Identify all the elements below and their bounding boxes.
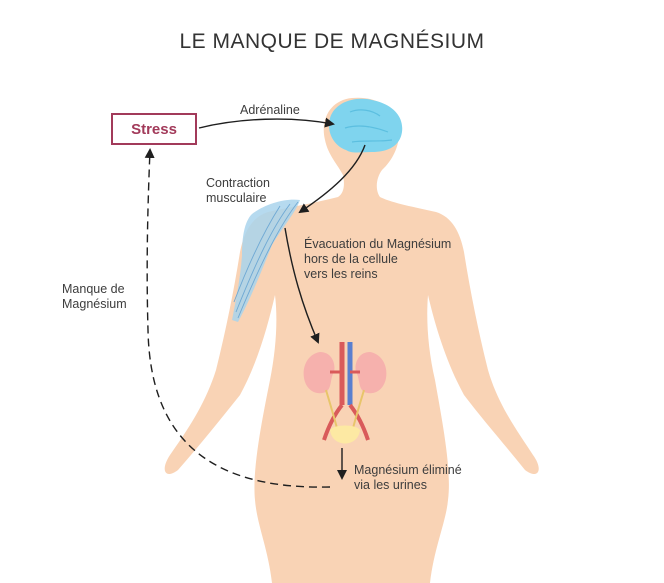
eliminated-line-2: via les urines: [354, 478, 462, 493]
deficiency-line-1: Manque de: [62, 282, 127, 297]
deficiency-label: Manque de Magnésium: [62, 282, 127, 312]
eliminated-label: Magnésium éliminé via les urines: [354, 463, 462, 493]
brain: [329, 99, 402, 153]
body-silhouette: [165, 98, 539, 583]
contraction-line-1: Contraction: [206, 176, 270, 191]
evacuation-line-1: Évacuation du Magnésium: [304, 237, 451, 252]
evacuation-line-3: vers les reins: [304, 267, 451, 282]
contraction-line-2: musculaire: [206, 191, 270, 206]
evacuation-label: Évacuation du Magnésium hors de la cellu…: [304, 237, 451, 282]
page-title: LE MANQUE DE MAGNÉSIUM: [0, 30, 664, 54]
deficiency-line-2: Magnésium: [62, 297, 127, 312]
evacuation-line-2: hors de la cellule: [304, 252, 451, 267]
stress-box: Stress: [111, 113, 197, 145]
contraction-label: Contraction musculaire: [206, 176, 270, 206]
eliminated-line-1: Magnésium éliminé: [354, 463, 462, 478]
stress-label: Stress: [131, 121, 177, 138]
adrenaline-label: Adrénaline: [240, 103, 300, 118]
arrow-stress-to-brain: [199, 119, 333, 128]
